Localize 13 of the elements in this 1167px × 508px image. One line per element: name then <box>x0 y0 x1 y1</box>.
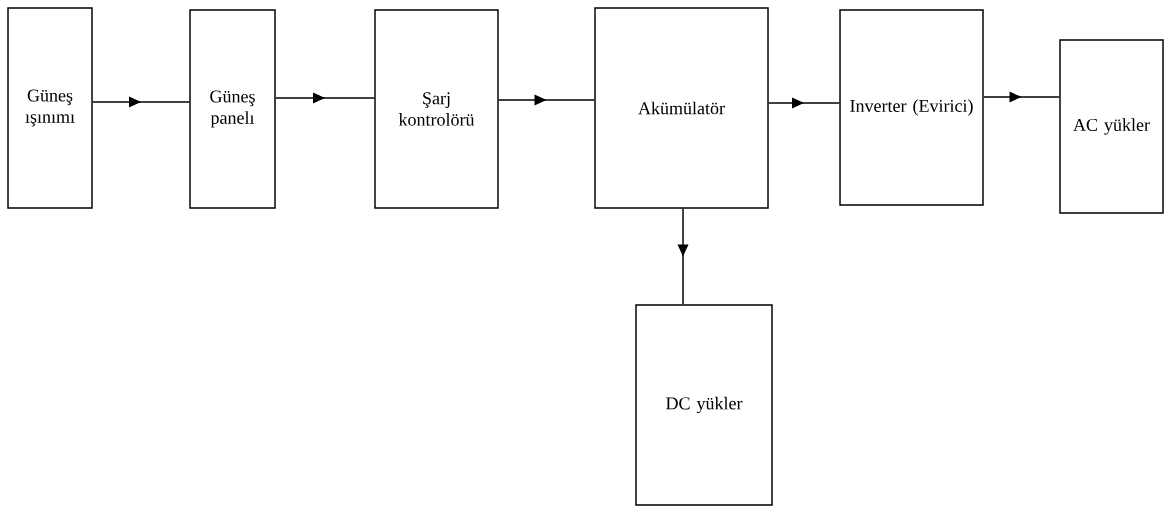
arrow <box>498 94 595 106</box>
process-box: Şarj kontrolörü <box>374 9 499 209</box>
process-box: Akümülatör <box>594 7 769 209</box>
arrow <box>92 96 190 108</box>
process-box: AC yükler <box>1059 39 1164 214</box>
arrow <box>677 208 689 305</box>
process-box: Inverter (Evirici) <box>839 9 984 206</box>
arrow <box>768 97 840 109</box>
process-box: Güneş panelı <box>189 9 276 209</box>
arrow <box>275 92 375 104</box>
arrow <box>983 91 1060 103</box>
process-box: DC yükler <box>635 304 773 506</box>
process-box: Güneş ışınımı <box>7 7 93 209</box>
